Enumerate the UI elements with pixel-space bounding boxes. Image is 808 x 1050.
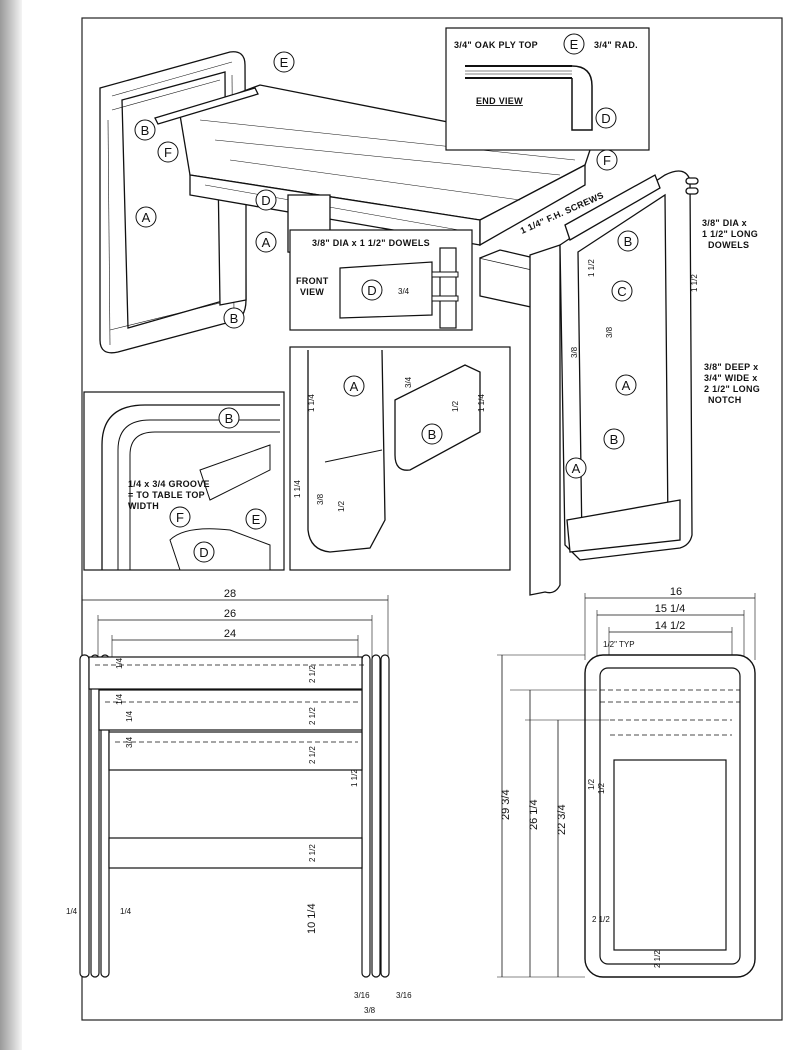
dim-c2: 1 1/2: [690, 274, 699, 292]
joint-dim-b2: 1/2: [451, 400, 460, 412]
table-top: [179, 84, 591, 247]
part-b-label-1: B: [141, 123, 150, 138]
groove-part-f: F: [176, 510, 184, 525]
dim-rail-1: 2 1/2: [308, 665, 317, 683]
detail-groove: B F E D 1/4 x 3/4 GROOVE = TO TABLE TOP …: [83, 391, 285, 571]
groove-part-e: E: [252, 512, 261, 527]
side-dowels-label-b: 1 1/2" LONG: [702, 229, 758, 239]
notch-label-c: 2 1/2" LONG: [704, 384, 760, 394]
part-e-label: E: [280, 55, 289, 70]
joint-dim-a3: 1/2: [337, 500, 346, 512]
front-view-dowel-label: 3/8" DIA x 1 1/2" DOWELS: [312, 238, 430, 248]
joint-dim-a1: 1 1/4: [307, 394, 316, 412]
groove-part-b: B: [225, 411, 234, 426]
end-view-top-label: 3/4" OAK PLY TOP: [454, 40, 538, 50]
exploded-part-markers: E B F A D A B F B C A B A: [134, 51, 639, 479]
dim-inset-4: 3/4: [125, 736, 134, 748]
notch-label-d: NOTCH: [708, 395, 742, 405]
dim-depth-14: 14 1/2: [655, 620, 686, 632]
part-a-label-2: A: [262, 235, 271, 250]
part-e-marker: [563, 33, 585, 55]
side-elevation: [497, 593, 756, 978]
groove-label-a: 1/4 x 3/4 GROOVE: [128, 479, 210, 489]
part-b-label-2: B: [230, 311, 239, 326]
dim-side-small: 1/2: [597, 782, 606, 794]
exploded-view: [99, 51, 699, 596]
svg-text:E: E: [570, 37, 579, 52]
joint-dim-b1: 3/4: [404, 376, 413, 388]
part-c-label: C: [617, 284, 626, 299]
dim-depth-15: 15 1/4: [655, 603, 686, 615]
front-dimensions: 28 26 24 2 1/2 2 1/2 2 1/2 2 1/2 10 1/4 …: [66, 588, 412, 1015]
part-d-label-1: D: [261, 193, 270, 208]
dim-c4: 3/8: [570, 346, 579, 358]
dim-bottom-2: 3/16: [396, 991, 412, 1000]
part-d-marker: [595, 107, 617, 129]
end-view-title: END VIEW: [476, 96, 523, 106]
dim-width-26: 26: [224, 608, 236, 620]
dim-c5: 3/8: [605, 326, 614, 338]
part-b-label-4: B: [610, 432, 619, 447]
dim-typ: 1/2" TYP: [603, 640, 635, 649]
dim-leg-left: 1/4: [66, 907, 78, 916]
svg-text:D: D: [367, 283, 376, 298]
joint-dim-a2: 3/8: [316, 493, 325, 505]
front-dim-c1: 3/4: [398, 287, 410, 296]
front-view-label-a: FRONT: [296, 276, 329, 286]
dim-leg-right: 1/4: [120, 907, 132, 916]
detail-joint: A B 1 1/4 1 1/4 3/8 1/2 3/4 1/2 1 1/4: [289, 346, 511, 571]
part-a-label-3: A: [622, 378, 631, 393]
joint-dim-a1b: 1 1/4: [293, 480, 302, 498]
dim-depth-16: 16: [670, 586, 682, 598]
dim-side-half: 1/2: [587, 778, 596, 790]
dim-inset-2: 1/4: [115, 693, 124, 705]
dim-t1: 1 1/2: [350, 769, 359, 787]
side-dowels-label-a: 3/8" DIA x: [702, 218, 747, 228]
dim-inset-3: 1/4: [125, 710, 134, 722]
side-dimensions: 16 15 1/4 14 1/2 1/2" TYP 29 3/4 26 1/4 …: [500, 586, 685, 968]
svg-text:D: D: [601, 111, 610, 126]
notch-label-b: 3/4" WIDE x: [704, 373, 758, 383]
dim-c3: 1 1/2: [587, 259, 596, 277]
part-b-label-3: B: [624, 234, 633, 249]
end-view-inset: 3/4" OAK PLY TOP 3/4" RAD. END VIEW E D: [445, 27, 650, 151]
joint-part-a: A: [350, 379, 359, 394]
dim-width-28: 28: [224, 588, 236, 600]
joint-part-b: B: [428, 427, 437, 442]
dim-bottom-1: 3/16: [354, 991, 370, 1000]
front-view-inset: 3/8" DIA x 1 1/2" DOWELS FRONT VIEW D 3/…: [289, 229, 473, 331]
part-a-label-4: A: [572, 461, 581, 476]
part-d-front-marker: [361, 279, 383, 301]
groove-part-d: D: [199, 545, 208, 560]
dim-inset-1: 1/4: [115, 657, 124, 669]
dim-side-bottom: 2 1/2: [653, 950, 662, 968]
right-end-frame: [529, 170, 693, 596]
dim-rail-3: 2 1/2: [308, 746, 317, 764]
front-elevation: [79, 595, 390, 978]
dim-rail-2: 2 1/2: [308, 707, 317, 725]
front-view-label-b: VIEW: [300, 287, 324, 297]
part-f-label-2: F: [603, 153, 611, 168]
notch-label-a: 3/8" DEEP x: [704, 362, 758, 372]
dim-width-24: 24: [224, 628, 236, 640]
dim-height-22: 22 3/4: [556, 804, 568, 835]
part-a-label-1: A: [142, 210, 151, 225]
dim-side-rail: 2 1/2: [592, 915, 610, 924]
groove-label-c: WIDTH: [128, 501, 159, 511]
book-spine-shadow: [0, 0, 22, 1050]
end-view-radius-label: 3/4" RAD.: [594, 40, 638, 50]
groove-label-b: = TO TABLE TOP: [128, 490, 205, 500]
side-dowels-label-c: DOWELS: [708, 240, 749, 250]
dim-10-1-4: 10 1/4: [306, 903, 318, 934]
dim-rail-4: 2 1/2: [308, 844, 317, 862]
part-f-label-1: F: [164, 145, 172, 160]
dim-height-26: 26 1/4: [528, 799, 540, 830]
joint-dim-b3: 1 1/4: [477, 394, 486, 412]
dim-height-29: 29 3/4: [500, 789, 512, 820]
drawing-border: [81, 17, 783, 1021]
dim-bottom-3: 3/8: [364, 1006, 376, 1015]
